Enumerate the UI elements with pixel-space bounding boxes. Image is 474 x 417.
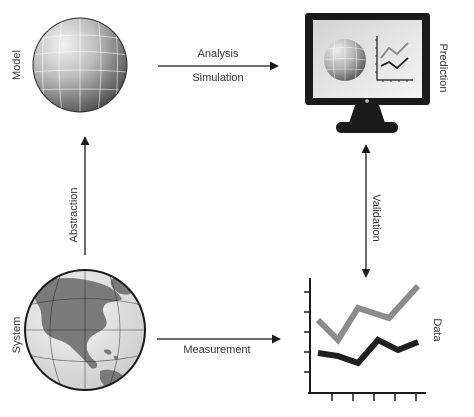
prediction-label: Prediction — [437, 44, 449, 93]
line-chart-icon — [304, 278, 426, 401]
arrow-system-to-data: Measurement — [157, 334, 281, 356]
arrow-prediction-data: Validation — [361, 144, 382, 278]
model-label: Model — [11, 50, 23, 80]
abstraction-label: Abstraction — [68, 187, 80, 242]
screen-sphere-icon — [324, 39, 366, 81]
data-label: Data — [431, 318, 443, 342]
simulation-label: Simulation — [192, 72, 243, 84]
computer-monitor-icon — [305, 13, 430, 133]
arrow-system-to-model: Abstraction — [68, 136, 90, 255]
analysis-label: Analysis — [198, 48, 239, 60]
arrow-model-to-prediction: Analysis Simulation — [158, 48, 279, 84]
chart-series-lower — [317, 336, 420, 367]
screen-chart-icon — [375, 36, 413, 82]
faceted-sphere-icon — [32, 17, 128, 113]
validation-label: Validation — [370, 194, 382, 242]
measurement-label: Measurement — [183, 344, 250, 356]
model-node: Model — [11, 17, 128, 113]
chart-series-upper — [315, 283, 421, 345]
data-node: Data — [304, 278, 443, 401]
system-label: System — [11, 317, 23, 354]
prediction-node: Prediction — [305, 13, 449, 133]
system-node: System — [11, 269, 146, 391]
globe-icon — [24, 269, 146, 391]
